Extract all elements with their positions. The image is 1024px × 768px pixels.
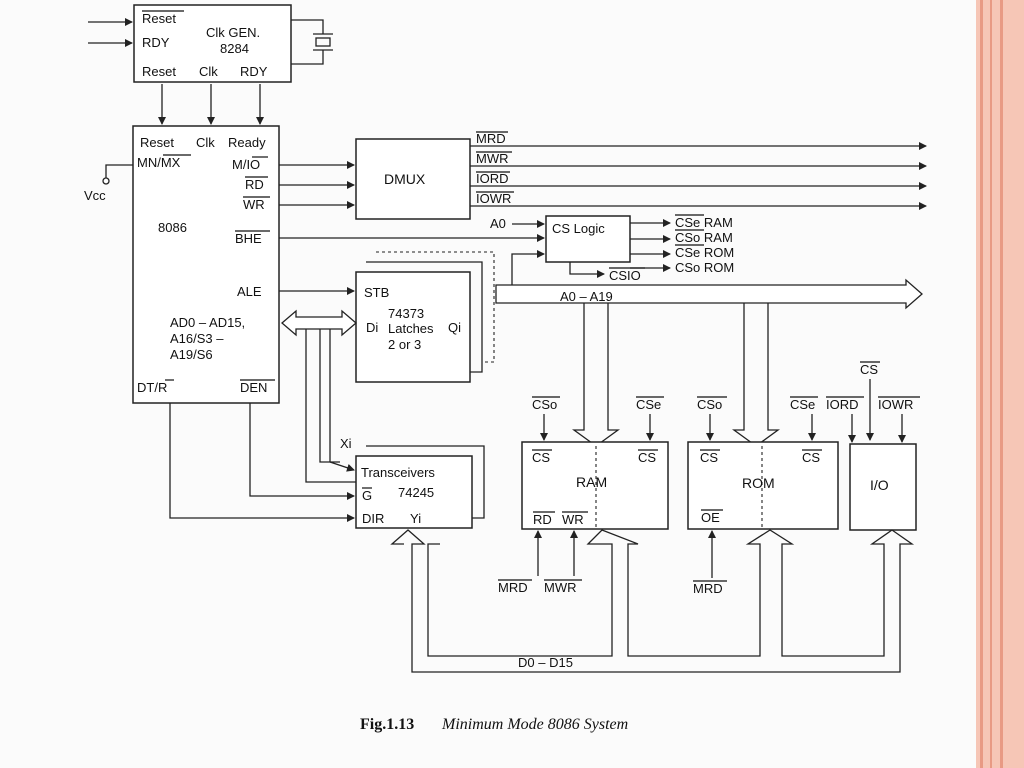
rom-label: ROM: [742, 475, 775, 491]
cpu-ready-pin: Ready: [228, 135, 266, 150]
transceiver-yi: Yi: [410, 511, 421, 526]
cs-logic-cso-ram: CSo RAM: [675, 230, 733, 245]
ram-box: [521, 441, 669, 530]
rom-box: [687, 441, 839, 530]
clock-generator: Reset RDY Clk GEN. 8284 Reset Clk RDY: [88, 4, 333, 125]
data-bus: D0 – D15: [390, 529, 915, 673]
address-bus-label: A0 – A19: [560, 289, 613, 304]
cpu-name: 8086: [158, 220, 187, 235]
transceiver-dir: DIR: [362, 511, 384, 526]
clock-reset-in: Reset: [142, 11, 176, 26]
figure-caption: Fig.1.13 Minimum Mode 8086 System: [360, 716, 628, 733]
dmux-iord-out: IORD: [476, 171, 509, 186]
cpu-bus-line2: A16/S3 –: [170, 331, 224, 346]
cpu-box: [132, 125, 280, 404]
clock-rdy-in: RDY: [142, 35, 170, 50]
cpu-bus-line1: AD0 – AD15,: [170, 315, 245, 330]
ram-label: RAM: [576, 474, 607, 490]
io-label: I/O: [870, 477, 889, 493]
transceiver-label: Transceivers: [361, 465, 435, 480]
clock-part: 8284: [220, 41, 249, 56]
cs-logic-cse-rom: CSe ROM: [675, 245, 734, 260]
clock-clk-out: Clk: [199, 64, 218, 79]
ram-wr-pin: WR: [562, 512, 584, 527]
latch-latches: Latches: [388, 321, 434, 336]
minimum-mode-diagram: Reset RDY Clk GEN. 8284 Reset Clk RDY Re…: [84, 4, 927, 733]
dmux-mwr-out: MWR: [476, 151, 509, 166]
transceiver-74245: Xi Transceivers G 74245 DIR Yi: [169, 403, 485, 529]
io-iord-in: IORD: [826, 397, 859, 412]
transceiver-part: 74245: [398, 485, 434, 500]
latch-box: [355, 271, 471, 383]
latch-di: Di: [366, 320, 378, 335]
cpu-wr-pin: WR: [243, 197, 265, 212]
border-stripe: [980, 0, 983, 768]
dmux-label: DMUX: [384, 171, 426, 187]
io-box: [849, 443, 917, 531]
rom-cso-in: CSo: [697, 397, 722, 412]
ram: CSo CSe CS CS RAM RD WR MRD MWR: [498, 396, 669, 595]
latch-stb: STB: [364, 285, 389, 300]
transceiver-g: G: [362, 488, 372, 503]
cs-logic-label: CS Logic: [552, 221, 605, 236]
border-stripe: [1000, 0, 1003, 768]
dmux-mrd-out: MRD: [476, 131, 506, 146]
ad-bus-link: [281, 309, 357, 483]
rom-cs-left: CS: [700, 450, 718, 465]
io-iowr-in: IOWR: [878, 397, 913, 412]
cpu-rd-pin: RD: [245, 177, 264, 192]
ram-mrd-in: MRD: [498, 580, 528, 595]
rom-cse-in: CSe: [790, 397, 815, 412]
dmux-box: [355, 138, 471, 220]
cpu-8086: Reset Clk Ready MN/MX M/IO RD WR 8086 BH…: [84, 125, 280, 404]
latch-74373: STB 74373 Di Latches Qi 2 or 3: [355, 251, 495, 383]
cpu-mn-mx-pin: MN/MX: [137, 155, 181, 170]
caption-number: Fig.1.13: [360, 716, 414, 733]
latch-qi: Qi: [448, 320, 461, 335]
cs-logic: A0 CS Logic CSe RAM CSo RAM CSe ROM CSo …: [490, 214, 734, 285]
cpu-clk-pin: Clk: [196, 135, 215, 150]
ram-cs-left: CS: [532, 450, 550, 465]
cpu-den-pin: DEN: [240, 380, 267, 395]
latch-count: 2 or 3: [388, 337, 421, 352]
clock-generator-box: [133, 4, 292, 83]
io-cs-in: CS: [860, 362, 878, 377]
cs-logic-cso-rom: CSo ROM: [675, 260, 734, 275]
clock-title: Clk GEN.: [206, 25, 260, 40]
rom-cs-right: CS: [802, 450, 820, 465]
cpu-bus-line3: A19/S6: [170, 347, 213, 362]
cpu-m-io-pin: M/IO: [232, 157, 260, 172]
address-bus: A0 – A19: [495, 278, 923, 447]
ram-mwr-in: MWR: [544, 580, 577, 595]
ram-cso-in: CSo: [532, 397, 557, 412]
cpu-dt-r-pin: DT/R: [137, 380, 167, 395]
caption-title: Minimum Mode 8086 System: [441, 716, 628, 733]
border-stripe: [990, 0, 992, 768]
latch-part: 74373: [388, 306, 424, 321]
cs-logic-a0-in: A0: [490, 216, 506, 231]
cpu-ale-pin: ALE: [237, 284, 262, 299]
ram-rd-pin: RD: [533, 512, 552, 527]
rom-oe-pin: OE: [701, 510, 720, 525]
clock-rdy-out: RDY: [240, 64, 268, 79]
io-device: I/O CS IORD IOWR: [826, 361, 920, 531]
ram-cse-in: CSe: [636, 397, 661, 412]
dmux-iowr-out: IOWR: [476, 191, 511, 206]
clock-reset-out: Reset: [142, 64, 176, 79]
slide-right-border: [976, 0, 1024, 768]
dmux: DMUX MRD MWR IORD IOWR: [355, 131, 927, 220]
data-bus-label: D0 – D15: [518, 655, 573, 670]
transceiver-box: [355, 455, 473, 529]
cpu-bhe-pin: BHE: [235, 231, 262, 246]
rom: CSo CSe CS CS ROM OE MRD: [687, 396, 839, 596]
vcc-label: Vcc: [84, 188, 106, 203]
crystal-icon: [291, 19, 333, 65]
cs-logic-csio: CSIO: [609, 268, 641, 283]
cpu-reset-pin: Reset: [140, 135, 174, 150]
transceiver-xi: Xi: [340, 436, 352, 451]
ram-cs-right: CS: [638, 450, 656, 465]
rom-mrd-in: MRD: [693, 581, 723, 596]
cs-logic-cse-ram: CSe RAM: [675, 215, 733, 230]
